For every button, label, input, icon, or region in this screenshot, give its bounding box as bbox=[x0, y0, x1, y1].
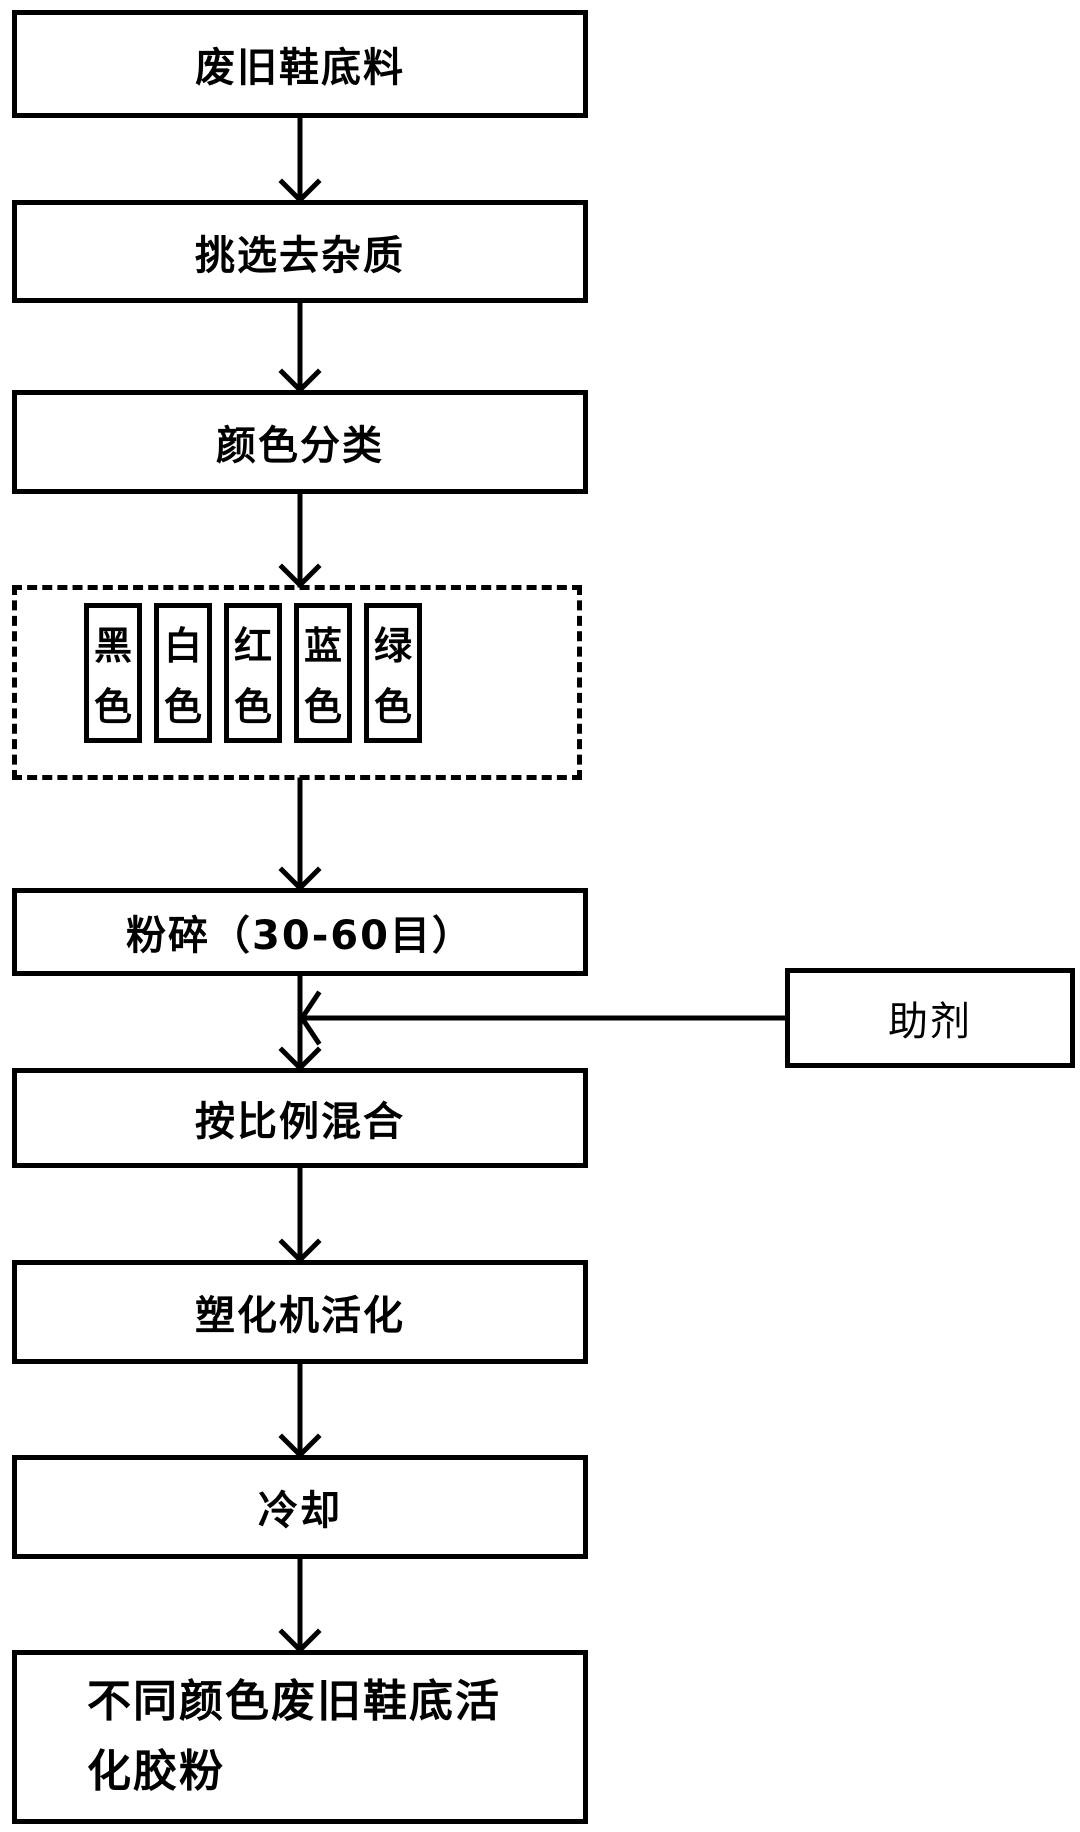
color-box-red: 红 色 bbox=[224, 603, 282, 743]
color-box-green: 绿 色 bbox=[364, 603, 422, 743]
step-result: 不同颜色废旧鞋底活化胶粉 bbox=[12, 1650, 588, 1824]
color-box-black: 黑 色 bbox=[84, 603, 142, 743]
arrowhead-additive-mix bbox=[298, 990, 322, 1046]
step-plasticizer-activation: 塑化机活化 bbox=[12, 1260, 588, 1364]
step-label: 粉碎（30-60目） bbox=[126, 913, 474, 959]
step-label: 废旧鞋底料 bbox=[195, 45, 405, 91]
color-char: 色 bbox=[93, 685, 132, 729]
color-char: 白 bbox=[163, 624, 202, 668]
step-label: 塑化机活化 bbox=[195, 1293, 405, 1339]
auxiliary-additive: 助剂 bbox=[785, 968, 1075, 1068]
color-char: 色 bbox=[373, 685, 412, 729]
step-mix-by-ratio: 按比例混合 bbox=[12, 1068, 588, 1168]
color-char: 蓝 bbox=[303, 624, 342, 668]
color-char: 绿 bbox=[373, 624, 412, 668]
step-label: 不同颜色废旧鞋底活化胶粉 bbox=[87, 1676, 501, 1797]
color-char: 红 bbox=[233, 624, 272, 668]
step-label: 冷却 bbox=[258, 1488, 342, 1534]
color-group: 黑 色 白 色 红 色 蓝 色 绿 色 bbox=[84, 603, 422, 743]
step-color-classification: 颜色分类 bbox=[12, 390, 588, 494]
step-sort-remove-impurities: 挑选去杂质 bbox=[12, 200, 588, 303]
color-char: 黑 bbox=[93, 624, 132, 668]
color-group-dashed-box bbox=[12, 585, 582, 780]
step-cool: 冷却 bbox=[12, 1455, 588, 1559]
color-box-white: 白 色 bbox=[154, 603, 212, 743]
step-waste-sole-material: 废旧鞋底料 bbox=[12, 10, 588, 118]
color-box-blue: 蓝 色 bbox=[294, 603, 352, 743]
step-label: 挑选去杂质 bbox=[195, 232, 405, 279]
color-char: 色 bbox=[163, 685, 202, 729]
auxiliary-label: 助剂 bbox=[888, 999, 972, 1045]
step-label: 颜色分类 bbox=[216, 423, 384, 469]
step-label: 按比例混合 bbox=[195, 1099, 405, 1145]
step-crush: 粉碎（30-60目） bbox=[12, 888, 588, 976]
color-char: 色 bbox=[303, 685, 342, 729]
color-char: 色 bbox=[233, 685, 272, 729]
